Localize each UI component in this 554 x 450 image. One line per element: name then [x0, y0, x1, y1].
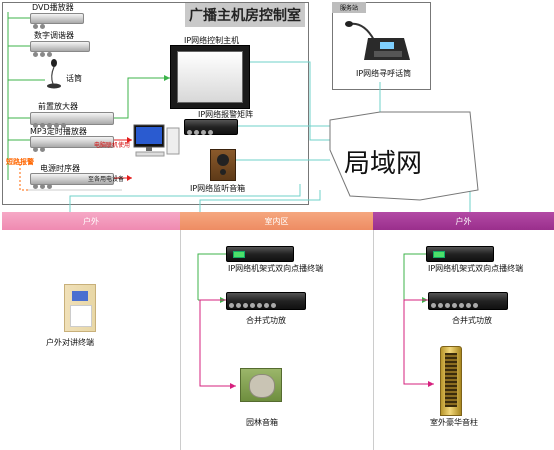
outdoor-terminal-link — [403, 253, 426, 300]
indoor-terminal-link — [197, 253, 226, 300]
garden-rock-icon — [249, 374, 275, 398]
lan-outdoor-left-link — [69, 184, 301, 212]
zone-divider-left — [180, 230, 181, 450]
lan-indoor-link — [199, 190, 321, 212]
dvd-player-device — [30, 13, 84, 29]
outdoor-speaker-link — [403, 299, 434, 385]
zone-bar: 户外 室内区 户外 — [2, 212, 554, 230]
tuner-label: 数字调谐器 — [34, 31, 74, 40]
column-speaker-device — [440, 346, 462, 416]
alarm-matrix-device — [184, 119, 238, 135]
outdoor-terminal-label: IP网络机架式双向点播终端 — [428, 264, 524, 273]
column-speaker-label: 室外豪华音柱 — [430, 418, 478, 427]
indoor-terminal-display — [233, 251, 245, 258]
intercom-device — [64, 284, 96, 332]
lan-cloud — [329, 111, 479, 201]
power-sequencer-note: 至各用电设备 — [88, 176, 125, 183]
intercom-keypad — [70, 305, 92, 327]
control-room-title: 广播主机房控制室 — [185, 3, 305, 27]
host-label: IP网络控制主机 — [184, 36, 240, 45]
preamp-host-arrow — [164, 75, 170, 81]
host-device — [170, 45, 250, 109]
outdoor-terminal-device — [426, 246, 494, 262]
service-station-title: 服务站 — [332, 2, 366, 13]
host-screen — [177, 51, 243, 103]
zone-outdoor-left: 户外 — [2, 212, 180, 230]
intercom-screen — [72, 291, 88, 301]
host-lan-link — [248, 61, 344, 141]
preamp-device — [30, 112, 114, 128]
outdoor-speaker-arrow — [428, 381, 434, 387]
dvd-player-label: DVD播放器 — [32, 3, 74, 12]
lan-label: 局域网 — [344, 149, 423, 179]
powerseq-out-arrow — [127, 175, 132, 181]
monitor-speaker-device — [210, 149, 236, 181]
garden-speaker-label: 园林音箱 — [246, 418, 278, 427]
alarm-matrix-label: IP网络报警矩阵 — [198, 110, 254, 119]
indoor-terminal-device — [226, 246, 294, 262]
indoor-speaker-link — [199, 299, 236, 387]
outdoor-terminal-display — [433, 251, 445, 258]
indoor-speaker-arrow — [230, 383, 236, 389]
indoor-amp-device — [226, 292, 306, 310]
microphone-label: 话筒 — [66, 74, 82, 83]
column-speaker-grille — [445, 353, 457, 407]
mp3-note: 电脑联机使用 — [94, 142, 131, 149]
zone-indoor: 室内区 — [180, 212, 373, 230]
indoor-terminal-label: IP网络机架式双向点播终端 — [228, 264, 324, 273]
garden-speaker-device — [240, 368, 282, 402]
control-room-panel — [2, 2, 309, 205]
fire-signal-link — [19, 164, 30, 191]
service-station-panel — [332, 2, 431, 90]
speaker-cone-icon — [217, 154, 229, 166]
intercom-label: 户外对讲终端 — [46, 338, 94, 347]
fire-signal-label: 短路报警 — [6, 158, 34, 166]
power-sequencer-device — [30, 173, 114, 189]
power-sequencer-label: 电源时序器 — [40, 164, 80, 173]
tuner-device — [30, 41, 90, 57]
outdoor-amp-device — [428, 292, 508, 310]
indoor-amp-label: 合并式功放 — [246, 316, 286, 325]
preamp-label: 前置放大器 — [38, 102, 78, 111]
mp3-player-label: MP3定时播放器 — [30, 127, 87, 136]
mp3-pc-arrow — [127, 137, 132, 143]
paging-microphone-icon — [345, 21, 410, 60]
microphone-icon — [47, 59, 61, 89]
zone-divider-right — [373, 230, 374, 450]
computer-icon — [133, 124, 180, 157]
outdoor-amp-label: 合并式功放 — [452, 316, 492, 325]
mp3-player-device — [30, 136, 114, 152]
monitor-speaker-label: IP网络监听音箱 — [190, 184, 246, 193]
tweeter-icon — [220, 169, 226, 175]
preamp-host-link — [112, 77, 170, 119]
paging-microphone-label: IP网络寻呼话筒 — [356, 69, 412, 78]
zone-outdoor-right: 户外 — [373, 212, 554, 230]
